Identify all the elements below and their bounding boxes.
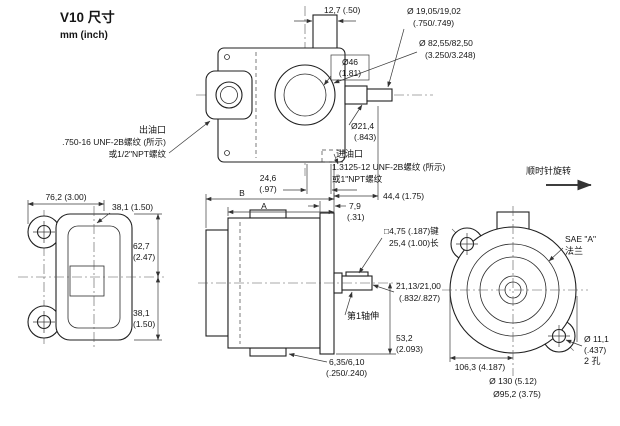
top-view: 12,7 (.50) Ø 19,05/19,02 (.750/.749) Ø 8… bbox=[62, 5, 476, 201]
dia-46-in-label: (1.81) bbox=[339, 68, 361, 78]
title-block: V10 尺寸 mm (inch) bbox=[60, 9, 115, 41]
dia-95-2-label: Ø95,2 (3.75) bbox=[493, 389, 541, 399]
rotation-note: 顺时针旋转 bbox=[526, 165, 592, 191]
dim-6-35-in-label: (.250/.240) bbox=[326, 368, 367, 378]
units-label: mm (inch) bbox=[60, 30, 108, 41]
dim-106-3-label: 106,3 (4.187) bbox=[455, 362, 506, 372]
page-title: V10 尺寸 bbox=[60, 9, 115, 25]
pilot-dia-mm-label: Ø 82,55/82,50 bbox=[419, 38, 473, 48]
pilot-dia-in-label: (3.250/3.248) bbox=[425, 50, 476, 60]
front-view-linework bbox=[18, 206, 164, 348]
dim-7-9-mm-label: 7,9 bbox=[349, 201, 361, 211]
hole-count-label: 2 孔 bbox=[584, 356, 601, 366]
dim-62-7-in-label: (2.47) bbox=[133, 252, 155, 262]
dia-130-label: Ø 130 (5.12) bbox=[489, 376, 537, 386]
dim-7-9-in-label: (.31) bbox=[347, 212, 365, 222]
shaft-dia-in-label-side: (.832/.827) bbox=[399, 293, 440, 303]
side-view-linework bbox=[198, 209, 400, 357]
shaft-dia-mm-label-side: 21,13/21,00 bbox=[396, 281, 441, 291]
dim-38-1-bot-mm-label: 38,1 bbox=[133, 308, 150, 318]
front-view: 76,2 (3.00) 38,1 (1.50) 62,7 (2.47) 38,1… bbox=[18, 192, 164, 348]
dim-b-label: B bbox=[239, 188, 245, 198]
flange-view-linework bbox=[442, 206, 588, 376]
inlet-npt-label: 或1"NPT螺纹 bbox=[332, 174, 383, 184]
flange-view-dimensions bbox=[449, 247, 583, 362]
hole-dia-in-label: (.437) bbox=[584, 345, 606, 355]
dim-24-6-mm-label: 24,6 bbox=[260, 173, 277, 183]
sae-flange-label-cn: 法兰 bbox=[565, 245, 583, 256]
dim-12-7-label: 12,7 (.50) bbox=[324, 5, 361, 15]
dim-a-label: A bbox=[261, 201, 267, 211]
dim-38-1-top-label: 38,1 (1.50) bbox=[112, 202, 153, 212]
dia-46-mm-label: Ø46 bbox=[342, 57, 358, 67]
dim-62-7-mm-label: 62,7 bbox=[133, 241, 150, 251]
rotation-label: 顺时针旋转 bbox=[526, 165, 571, 176]
key-length-label: 25,4 (1.00)长 bbox=[389, 238, 439, 248]
flange-view: SAE "A" 法兰 Ø 11,1 (.437) 2 孔 106,3 (4.18… bbox=[442, 206, 609, 399]
sae-flange-label: SAE "A" bbox=[565, 234, 596, 244]
outlet-npt-label: 或1/2"NPT螺纹 bbox=[109, 149, 167, 159]
dim-24-6-in-label: (.97) bbox=[259, 184, 277, 194]
dim-44-4-label: 44,4 (1.75) bbox=[383, 191, 424, 201]
shaft-dia-in-label: (.750/.749) bbox=[413, 18, 454, 28]
shaft-dia-mm-label: Ø 19,05/19,02 bbox=[407, 6, 461, 16]
top-view-dimensions bbox=[168, 18, 418, 200]
shaft-extension-note: 第1轴伸 bbox=[347, 310, 379, 321]
outlet-port-label: 出油口 bbox=[139, 124, 166, 135]
hole-dia-mm-label: Ø 11,1 bbox=[584, 334, 609, 344]
dim-76-2-label: 76,2 (3.00) bbox=[45, 192, 86, 202]
dia-21-4-mm-label: Ø21,4 bbox=[351, 121, 374, 131]
inlet-thread-label: 1.3125-12 UNF-2B螺纹 (所示) bbox=[332, 162, 446, 172]
key-size-label: □4,75 (.187)键 bbox=[384, 226, 439, 236]
inlet-port-label: 进油口 bbox=[336, 148, 363, 159]
dim-6-35-mm-label: 6,35/6,10 bbox=[329, 357, 365, 367]
dim-53-2-mm-label: 53,2 bbox=[396, 333, 413, 343]
side-view-dimensions bbox=[205, 193, 396, 363]
dim-38-1-bot-in-label: (1.50) bbox=[133, 319, 155, 329]
dim-53-2-in-label: (2.093) bbox=[396, 344, 423, 354]
front-view-dimensions bbox=[27, 200, 162, 341]
top-view-linework bbox=[196, 6, 433, 176]
dia-21-4-in-label: (.843) bbox=[354, 132, 376, 142]
outlet-thread-label: .750-16 UNF-2B螺纹 (所示) bbox=[62, 137, 166, 147]
side-view: B A 7,9 (.31) □4,75 (.187)键 25,4 (1.00)长… bbox=[198, 188, 441, 378]
